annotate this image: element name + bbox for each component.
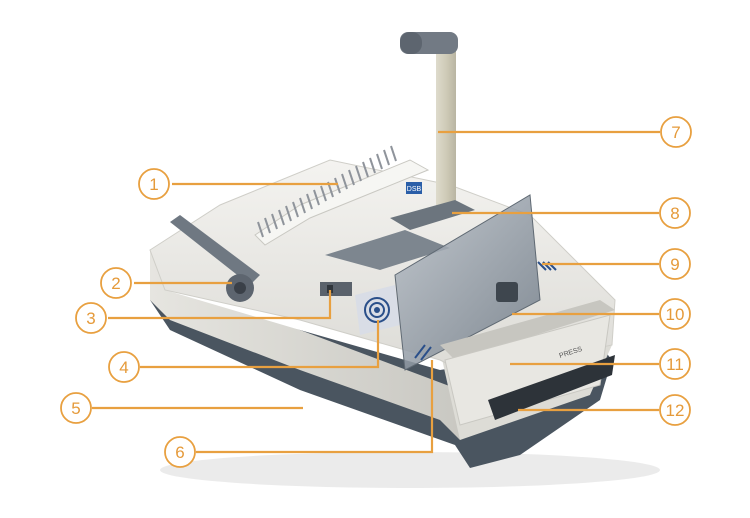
clear-cover <box>394 194 541 371</box>
callout-1: 1 <box>138 168 170 200</box>
callout-4: 4 <box>108 351 140 383</box>
callout-9: 9 <box>659 248 691 280</box>
floor-shadow <box>160 452 660 488</box>
callout-5: 5 <box>60 392 92 424</box>
callout-11: 11 <box>659 348 691 380</box>
depth-adjuster <box>320 282 352 296</box>
handle-lever <box>400 32 458 215</box>
callout-label: 2 <box>111 274 120 293</box>
callout-label: 4 <box>119 358 128 377</box>
slider-knob <box>496 282 518 302</box>
callout-label: 6 <box>175 443 184 462</box>
callout-8: 8 <box>659 197 691 229</box>
side-lever <box>170 215 260 302</box>
brand-badge: DSB <box>407 186 422 193</box>
paper-guides <box>325 200 475 270</box>
callout-label: 3 <box>86 309 95 328</box>
comb-teeth <box>254 145 430 246</box>
callout-7: 7 <box>660 116 692 148</box>
callout-label: 12 <box>666 401 685 420</box>
callout-12: 12 <box>659 394 691 426</box>
callout-3: 3 <box>75 302 107 334</box>
leader-lines <box>92 130 660 454</box>
callout-label: 1 <box>149 175 158 194</box>
callout-10: 10 <box>659 298 691 330</box>
callout-label: 8 <box>670 204 679 223</box>
callout-label: 10 <box>666 305 685 324</box>
callout-label: 7 <box>671 123 680 142</box>
callout-label: 5 <box>71 399 80 418</box>
callout-label: 11 <box>666 355 684 374</box>
stripe-marks-6 <box>414 344 432 361</box>
callout-2: 2 <box>100 267 132 299</box>
callout-label: 9 <box>670 255 679 274</box>
callout-6: 6 <box>164 436 196 468</box>
machine-body-left <box>150 250 460 440</box>
